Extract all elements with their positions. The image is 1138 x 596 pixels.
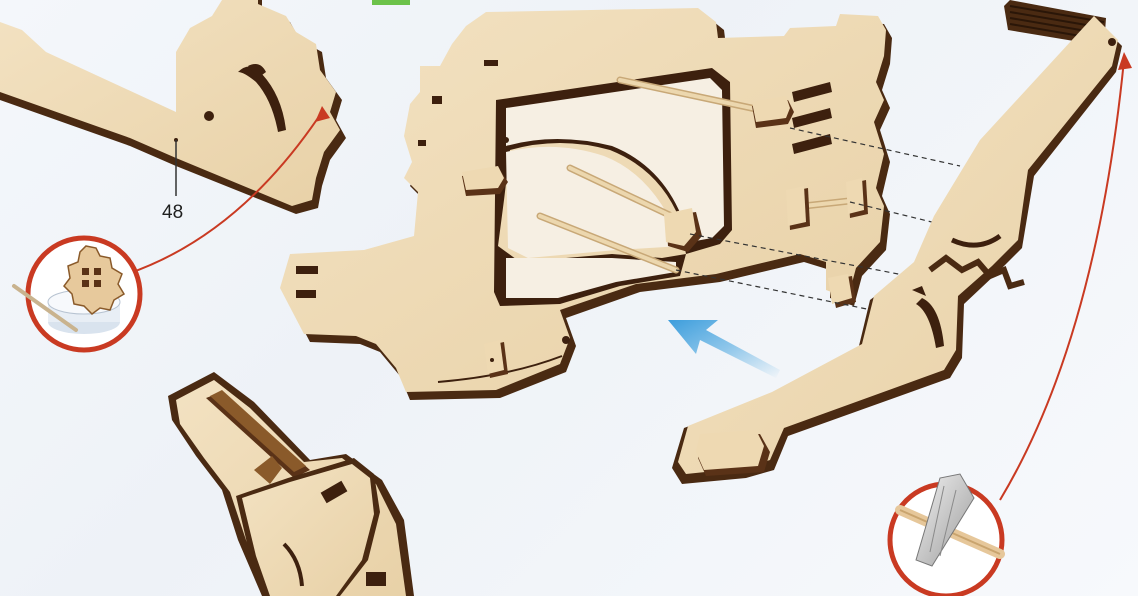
part-number-label: 48 bbox=[162, 202, 183, 223]
green-tab bbox=[372, 0, 410, 5]
cutter-callout bbox=[890, 474, 1002, 596]
handle-parts bbox=[168, 372, 414, 596]
insert-direction-arrow-icon bbox=[668, 320, 780, 378]
part-48-rack bbox=[0, 0, 346, 214]
frame-slots bbox=[792, 82, 832, 154]
